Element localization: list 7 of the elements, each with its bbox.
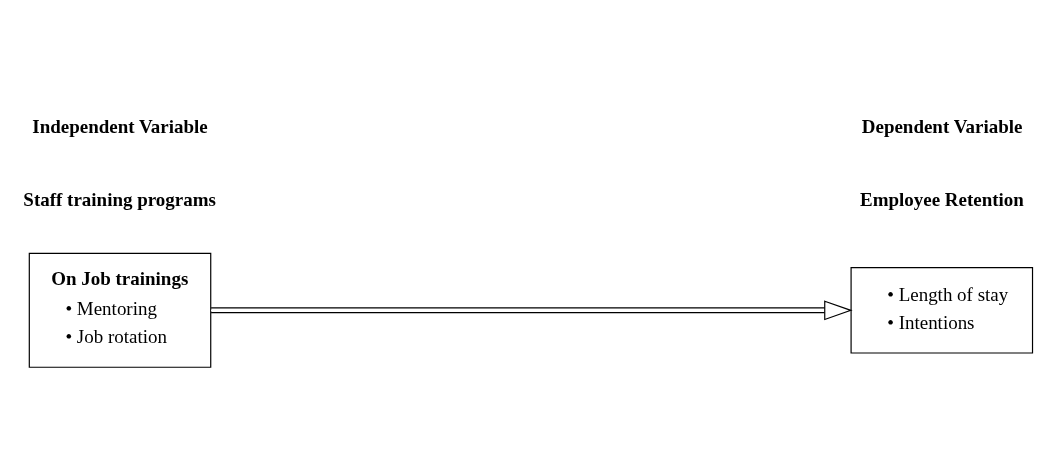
label: Independent Variable [32,116,208,138]
node-box: • Length of stay • Intentions [850,267,1034,354]
label: Dependent Variable [861,116,1023,138]
label: Staff training programs [23,188,216,210]
arrow [210,300,853,321]
label: Employee Retention [859,188,1024,210]
node-box: On Job trainings • Mentoring • Job rotation [28,252,212,368]
